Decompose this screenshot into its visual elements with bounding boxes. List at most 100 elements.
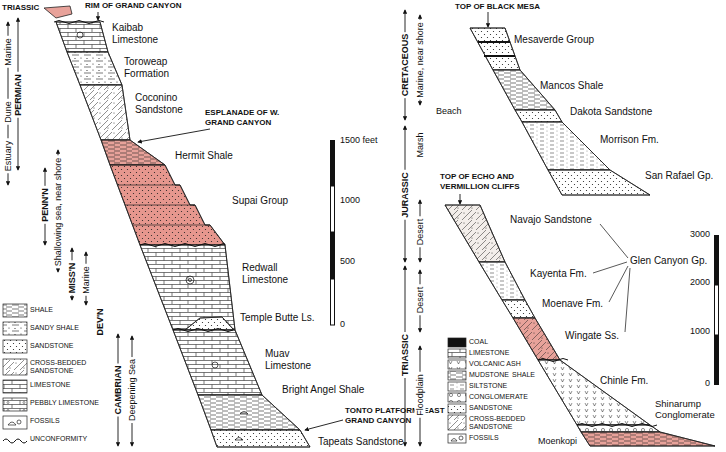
legend-text: UNCONFORMITY [30,435,87,443]
wingate-layer [513,318,560,360]
legend-text: SANDSTONE [469,404,512,412]
legend-text: SILTSTONE [469,382,507,390]
legend-text: SANDY SHALE [30,324,79,332]
dakota-layer [515,110,562,122]
legend-text: COAL [469,338,488,346]
mesaverde-layer [470,28,520,70]
group-label: Glen Canyon Gp. [630,255,707,267]
unit-label: Tapeats Sandstone [318,436,404,448]
scale-label: 500 [340,256,355,267]
legend-text: SANDSTONE [30,342,73,350]
landmark-label: TONTO PLATFORM, EAST GRAND CANYON [345,406,445,425]
navajo-layer [445,205,505,262]
unit-label: Shinarump Conglomerate [655,398,717,421]
morrison-layer [522,122,610,170]
unit-label: Muav Limestone [265,348,323,372]
environment-label: Marine [81,264,92,296]
legend-text: SHALE [30,306,53,314]
environment-label: Beach [436,106,462,117]
unit-label: Navajo Sandstone [510,214,592,226]
moenave-layer [502,300,535,318]
muav-layer [173,330,262,395]
unit-label: Mesaverde Group [514,34,594,46]
legend-text: CROSS-BEDDED SANDSTONE [30,359,88,375]
unit-label: Moenkopi [538,436,577,447]
unconformity-line [54,21,233,332]
scale-bars [330,140,719,385]
scale-label: 1000 [690,326,710,337]
landmark-label: ESPLANADE OF W. GRAND CANYON [205,108,300,127]
period-label: MISS'N [67,261,78,296]
leader-lines [593,224,630,332]
legend-text: CROSS-BEDDED SANDSTONE [469,415,527,431]
unit-label: Hermit Shale [175,150,233,162]
environment-label: Floodplain [415,372,426,418]
environment-label: Marine [3,36,14,68]
unit-label: Dakota Sandstone [570,106,652,118]
scale-label: 0 [705,378,710,389]
period-label: CAMBRIAN [113,364,124,417]
coconino-layer [80,85,130,140]
period-label: PERMIAN [13,72,24,118]
scale-label: 3000 [690,229,710,240]
tapeats-layer [211,430,310,447]
scale-label: 1500 feet [340,135,378,146]
legend-text: PEBBLY LIMESTONE [30,399,99,407]
temple-butte-lens [185,317,234,330]
unit-label: Morrison Fm. [600,134,659,146]
scale-label: 2000 [690,277,710,288]
environment-label: Marine, near shore [415,20,426,100]
period-label: JURASSIC [400,170,411,220]
period-label: TRIASSIC [2,3,39,13]
kaibab-layer [56,22,108,52]
legend-text: LIMESTONE [30,381,70,389]
landmark-label: RIM OF GRAND CANYON [85,1,181,11]
unit-label: Mancos Shale [540,80,603,92]
moenkopi-layer [581,432,715,446]
san-rafael-layer [548,170,650,195]
legend-text: SHALE [512,371,535,379]
period-label: TRIASSIC [400,332,411,378]
legend-text: VOLCANIC ASH [469,360,521,368]
legend-text: FOSSILS [30,417,60,425]
unit-label: San Rafael Gp. [645,170,713,182]
legend-text: FOSSILS [469,434,499,442]
fossil-symbols [77,32,248,440]
legend-swatches [3,304,466,443]
period-label: CRETACEOUS [400,32,411,98]
environment-label: Dune [3,99,14,125]
legend-text: LIMESTONE [469,349,509,357]
toroweap-layer [67,52,122,85]
triassic-cap [44,6,72,18]
unit-label: Chinle Fm. [600,375,648,387]
bright-angel-layer [198,395,300,430]
unit-label: Toroweap Formation [124,56,186,80]
grand-canyon-column [44,6,310,447]
environment-label: Shallowing sea, near shore [53,156,64,269]
landmark-label: TOP OF BLACK MESA [455,2,540,12]
supai-layer [110,165,225,245]
legend-text: CONGLOMERATE [469,393,528,401]
black-mesa-column [445,28,715,446]
unit-label: Wingate Ss. [565,330,619,342]
unit-label: Redwall Limestone [242,262,300,286]
environment-label: Marsh [415,130,426,159]
environment-label: Estuary [3,139,14,174]
legend-text: MUDSTONE [469,371,509,379]
unit-label: Temple Butte Ls. [240,312,314,324]
environment-label: Desert [415,217,426,248]
unit-label: Supai Group [232,195,288,207]
unit-label: Kayenta Fm. [530,268,587,280]
hermit-layer [101,140,165,165]
unit-label: Moenave Fm. [542,298,603,310]
environment-label: Deepening Sea [127,357,138,423]
landmark-label: TOP OF ECHO AND VERMILLION CLIFFS [440,172,535,191]
period-label: PENN'N [40,186,51,224]
unit-label: Kaibab Limestone [112,22,167,46]
unconformity-line [538,359,657,427]
range-arrows [8,10,488,446]
unit-label: Bright Angel Shale [282,384,364,396]
period-label: DEV'N [95,306,106,337]
unit-label: Coconino Sandstone [135,92,193,116]
